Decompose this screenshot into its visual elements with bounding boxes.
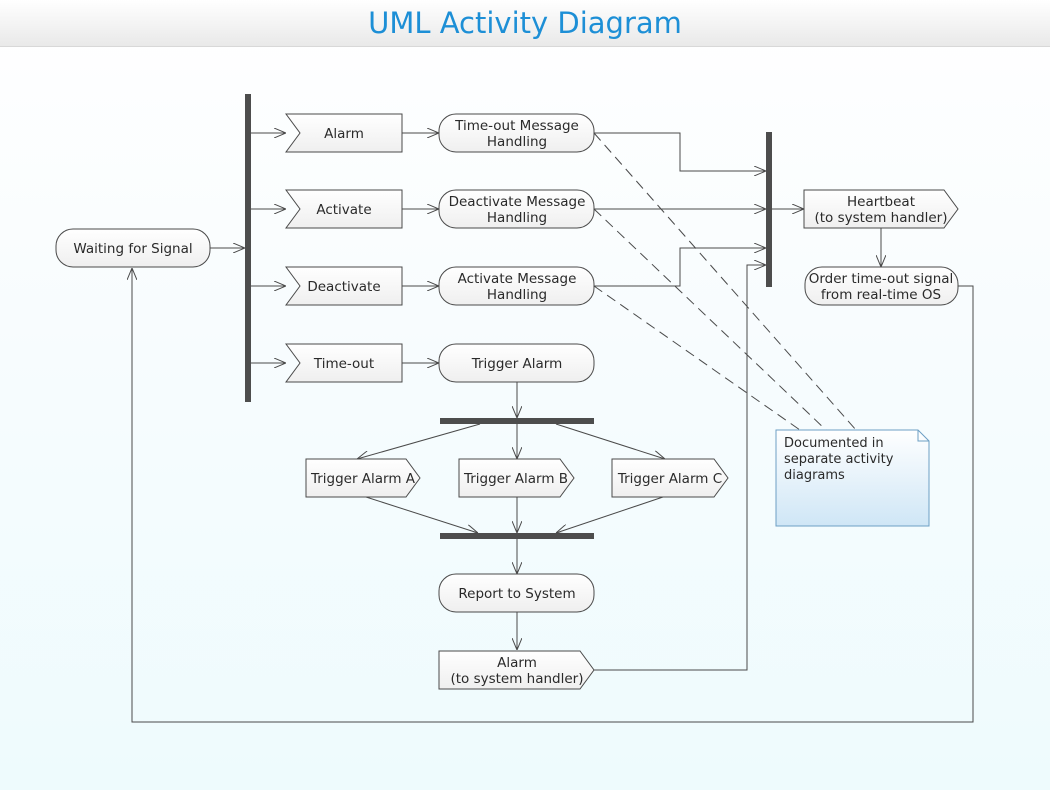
trigger-alarm-c-signal: Trigger Alarm C	[611, 458, 729, 498]
alarm-to-handler-signal: Alarm (to system handler)	[438, 650, 595, 690]
timeout-handling-label-line1: Time-out Message	[454, 118, 579, 134]
order-timeout-action: Order time-out signal from real-time OS	[804, 266, 959, 306]
control-flows	[132, 133, 974, 723]
note-line-1: Documented in	[784, 436, 884, 451]
title-bar: UML Activity Diagram	[0, 0, 1050, 47]
activate-handling-label-line2: Handling	[487, 287, 547, 303]
timeout-signal-label: Time-out	[313, 356, 374, 372]
report-to-system-action: Report to System	[438, 573, 595, 613]
activate-handling-label-line1: Activate Message	[458, 271, 577, 287]
heartbeat-label-line1: Heartbeat	[847, 194, 915, 210]
deactivate-handling-action: Deactivate Message Handling	[438, 189, 595, 229]
trigger-alarm-a-signal: Trigger Alarm A	[305, 458, 421, 498]
note-line-3: diagrams	[784, 468, 845, 483]
fork-bar-signals	[245, 94, 251, 402]
page-title: UML Activity Diagram	[368, 6, 682, 40]
order-timeout-label-line2: from real-time OS	[821, 287, 941, 303]
alarm-signal-node: Alarm	[285, 113, 403, 153]
timeout-handling-label-line2: Handling	[487, 134, 547, 150]
timeout-signal-node: Time-out	[285, 343, 403, 383]
note-anchors	[593, 132, 857, 431]
documentation-note: Documented in separate activity diagrams	[775, 429, 930, 527]
trigger-alarm-b-label: Trigger Alarm B	[463, 471, 568, 487]
activate-handling-action: Activate Message Handling	[438, 266, 595, 306]
report-to-system-label: Report to System	[458, 586, 575, 602]
trigger-alarm-action: Trigger Alarm	[438, 343, 595, 383]
timeout-handling-action: Time-out Message Handling	[438, 113, 595, 153]
alarm-signal-label: Alarm	[324, 126, 364, 142]
activate-signal-label: Activate	[316, 202, 371, 218]
join-bar-handling	[766, 132, 772, 287]
activate-signal-node: Activate	[285, 189, 403, 229]
waiting-for-signal-action: Waiting for Signal	[55, 228, 211, 268]
join-bar-triggers	[440, 533, 594, 539]
deactivate-handling-label-line1: Deactivate Message	[449, 194, 586, 210]
trigger-alarm-label: Trigger Alarm	[471, 356, 563, 372]
deactivate-signal-node: Deactivate	[285, 266, 403, 306]
trigger-alarm-c-label: Trigger Alarm C	[617, 471, 722, 487]
note-line-2: separate activity	[784, 452, 894, 467]
trigger-alarm-b-signal: Trigger Alarm B	[458, 458, 575, 498]
deactivate-handling-label-line2: Handling	[487, 210, 547, 226]
alarm-to-handler-label-line1: Alarm	[497, 655, 537, 671]
deactivate-signal-label: Deactivate	[307, 279, 380, 295]
heartbeat-label-line2: (to system handler)	[814, 210, 947, 226]
order-timeout-label-line1: Order time-out signal	[809, 271, 954, 287]
waiting-for-signal-label: Waiting for Signal	[73, 241, 192, 257]
fork-bar-triggers	[440, 418, 594, 424]
alarm-to-handler-label-line2: (to system handler)	[450, 671, 583, 687]
heartbeat-signal: Heartbeat (to system handler)	[803, 189, 959, 229]
trigger-alarm-a-label: Trigger Alarm A	[310, 471, 416, 487]
